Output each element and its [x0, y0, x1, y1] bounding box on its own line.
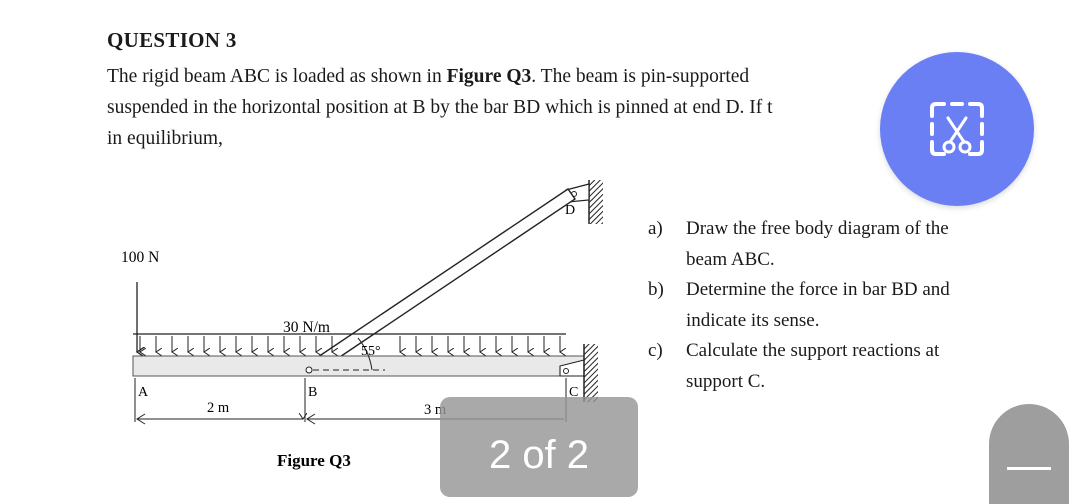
figure-reference: Figure Q3 [446, 66, 532, 87]
udl-arrows [140, 336, 560, 352]
task-a-label: a) [648, 218, 663, 239]
pin-b [305, 366, 313, 374]
point-load-label: 100 N [121, 249, 159, 266]
task-c-text: Calculate the support reactions at suppo… [686, 340, 940, 392]
task-c-label: c) [648, 340, 663, 361]
page-indicator[interactable]: 2 of 2 [440, 397, 638, 497]
label-a: A [138, 385, 149, 400]
question-line-1: The rigid beam ABC is loaded as shown in… [107, 66, 749, 88]
beam-abc [132, 355, 585, 377]
angle-arc [357, 337, 373, 371]
document-page: QUESTION 3 The rigid beam ABC is loaded … [107, 28, 976, 470]
figure-q3: D [121, 180, 603, 470]
question-line-1-end: . The beam is pin-supported [531, 66, 750, 87]
dimension-ab: 2 m [207, 400, 230, 416]
task-a: a) Draw the free body diagram of the bea… [648, 214, 976, 275]
question-title: QUESTION 3 [107, 28, 237, 52]
page-indicator-text: 2 of 2 [488, 433, 590, 477]
task-list: a) Draw the free body diagram of the bea… [648, 214, 976, 397]
task-b: b) Determine the force in bar BD and ind… [648, 275, 976, 336]
figure-caption: Figure Q3 [277, 451, 351, 470]
task-b-label: b) [648, 279, 664, 300]
screenshot-scissors-icon [930, 102, 984, 156]
wall-d [589, 180, 603, 224]
question-line-3: in equilibrium, [107, 128, 223, 149]
label-c: C [569, 385, 578, 400]
label-b: B [308, 385, 317, 400]
task-a-text: Draw the free body diagram of the beam A… [686, 218, 949, 270]
label-d: D [565, 203, 575, 218]
screenshot-button[interactable] [880, 52, 1034, 206]
question-line-2: suspended in the horizontal position at … [107, 97, 773, 118]
bar-bd [305, 188, 576, 376]
question-line-1-start: The rigid beam ABC is loaded as shown in [107, 66, 447, 87]
angle-label: 55° [361, 344, 381, 359]
scroll-handle-icon [1007, 467, 1051, 470]
scroll-handle[interactable] [989, 404, 1069, 504]
wall-c [584, 344, 598, 402]
task-c: c) Calculate the support reactions at su… [648, 336, 976, 397]
task-b-text: Determine the force in bar BD and indica… [686, 279, 950, 331]
udl-label: 30 N/m [283, 319, 330, 336]
